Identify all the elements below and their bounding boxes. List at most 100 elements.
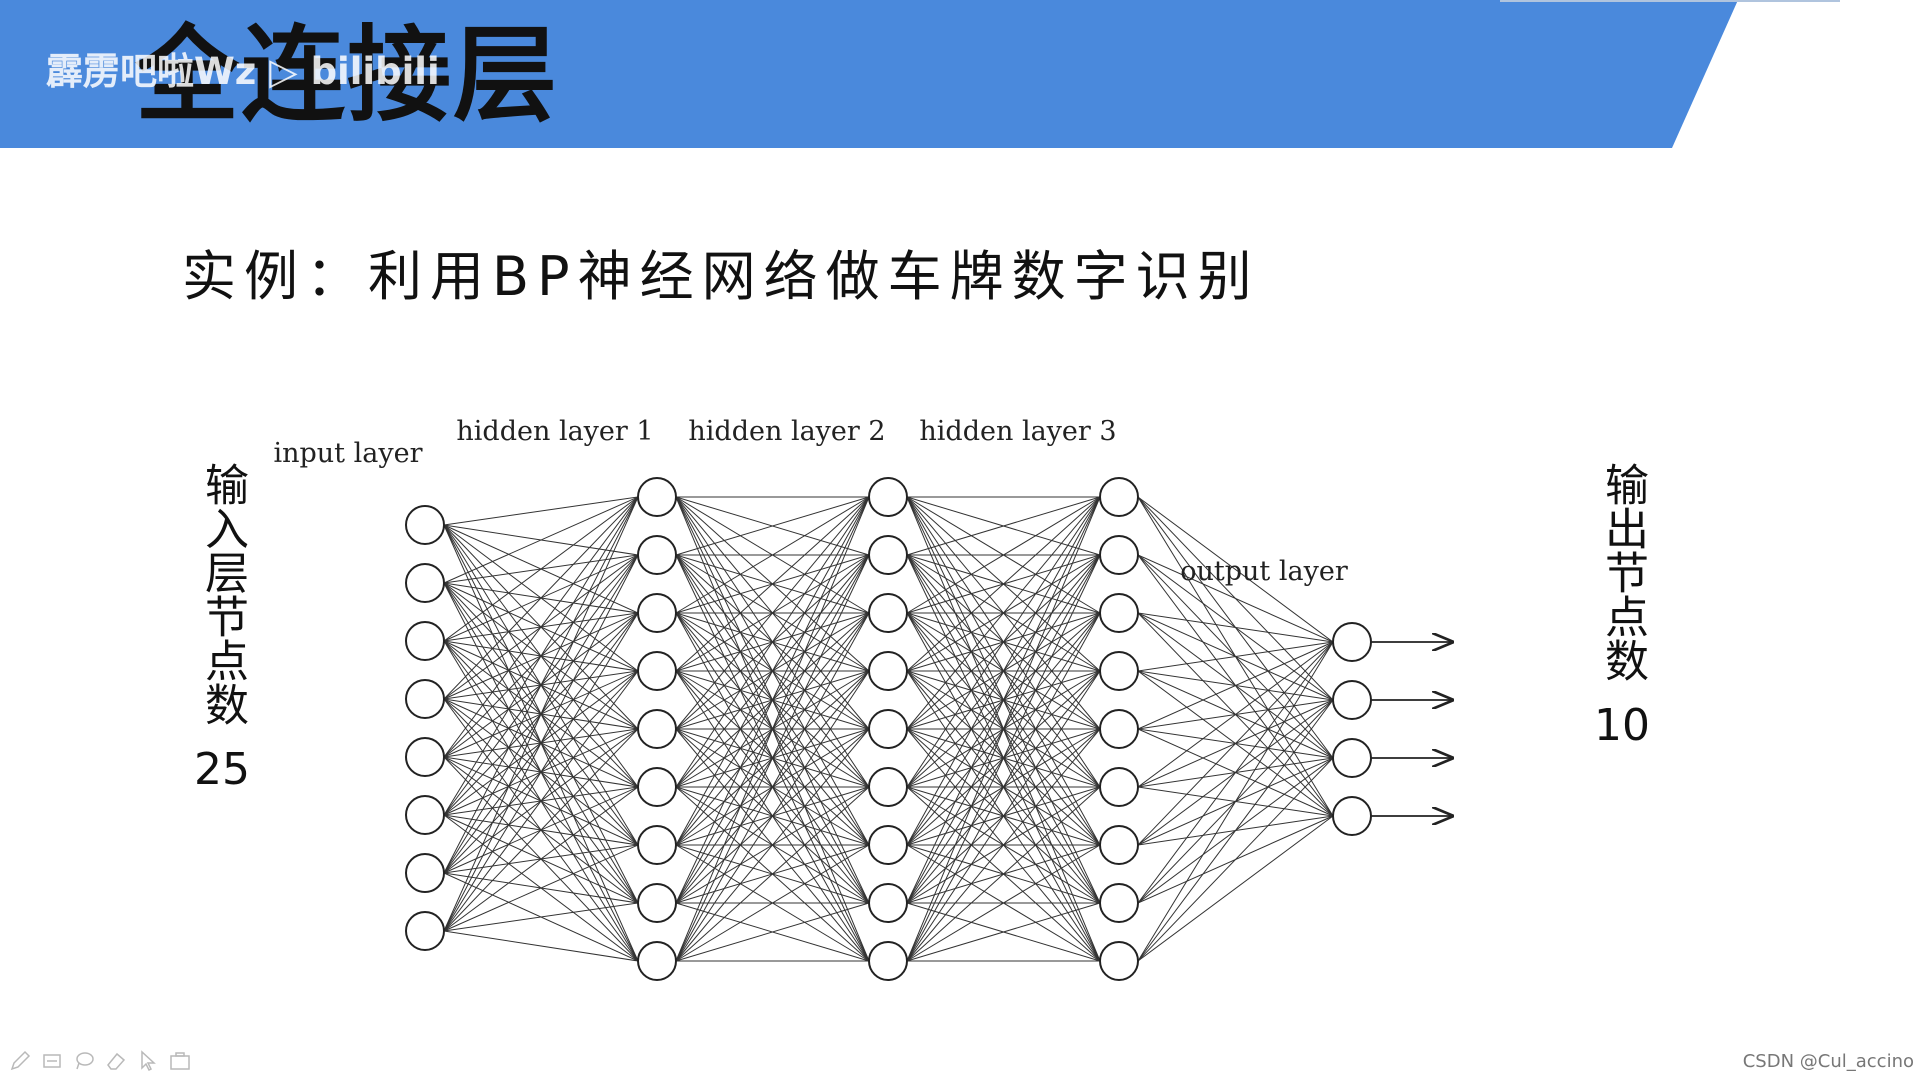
csdn-credit: CSDN @Cul_accino xyxy=(1742,1051,1914,1072)
edge-l1-8-0 xyxy=(675,496,870,962)
edge-l1-8-7 xyxy=(675,902,870,962)
node-layer3-2 xyxy=(1099,593,1139,633)
output-node-count-label: 输出节点数 10 xyxy=(1587,462,1657,755)
input-node-count-label: 输入层节点数 25 xyxy=(187,462,257,799)
edge-l3-1-0 xyxy=(1137,554,1334,643)
edge-l2-8-0 xyxy=(906,496,1101,962)
node-layer0-1 xyxy=(405,563,445,603)
edge-l0-2-0 xyxy=(443,496,639,642)
edge-l0-7-5 xyxy=(443,786,639,932)
node-layer0-2 xyxy=(405,621,445,661)
node-layer2-2 xyxy=(868,593,908,633)
output-node-count-value: 10 xyxy=(1594,700,1650,751)
bilibili-watermark: 霹雳吧啦Wz ▷ bilibili xyxy=(46,50,440,93)
node-layer3-7 xyxy=(1099,883,1139,923)
edge-l0-7-2 xyxy=(443,612,639,932)
slide-title: 全连接层 xyxy=(135,14,560,136)
node-layer3-3 xyxy=(1099,651,1139,691)
node-layer1-3 xyxy=(637,651,677,691)
pointer-icon[interactable] xyxy=(136,1049,160,1073)
node-layer1-7 xyxy=(637,883,677,923)
node-layer4-3 xyxy=(1332,796,1372,836)
output-arrows xyxy=(1371,642,1452,816)
node-layer1-8 xyxy=(637,941,677,981)
edge-l0-6-0 xyxy=(443,496,639,874)
edge-l0-3-0 xyxy=(443,496,639,700)
node-layer0-5 xyxy=(405,795,445,835)
edge-l3-3-0 xyxy=(1137,641,1334,672)
node-layer3-5 xyxy=(1099,767,1139,807)
node-layer0-7 xyxy=(405,911,445,951)
node-layer1-1 xyxy=(637,535,677,575)
edge-l0-5-0 xyxy=(443,496,639,816)
node-layer1-5 xyxy=(637,767,677,807)
edge-l2-8-1 xyxy=(906,554,1101,962)
edge-l2-5-0 xyxy=(906,496,1101,788)
camera-icon[interactable] xyxy=(168,1049,192,1073)
edge-l2-1-0 xyxy=(906,496,1101,556)
edge-l3-5-0 xyxy=(1137,641,1334,788)
edge-l1-5-0 xyxy=(675,496,870,788)
lasso-icon[interactable] xyxy=(72,1049,96,1073)
edge-l2-3-0 xyxy=(906,496,1101,672)
edge-l2-8-5 xyxy=(906,786,1101,962)
node-layer1-6 xyxy=(637,825,677,865)
node-layer2-6 xyxy=(868,825,908,865)
layer-nodes xyxy=(405,477,1372,981)
edge-l0-1-0 xyxy=(443,496,639,584)
node-layer0-3 xyxy=(405,679,445,719)
edge-l1-7-0 xyxy=(675,496,870,904)
eraser-icon[interactable] xyxy=(104,1049,128,1073)
edge-l1-8-1 xyxy=(675,554,870,962)
node-layer2-4 xyxy=(868,709,908,749)
edge-l0-7-3 xyxy=(443,670,639,932)
node-layer0-0 xyxy=(405,505,445,545)
edge-l1-1-0 xyxy=(675,496,870,556)
edge-l1-4-0 xyxy=(675,496,870,730)
edge-l3-0-0 xyxy=(1137,496,1334,643)
edge-l2-7-0 xyxy=(906,496,1101,904)
header-band xyxy=(0,0,1840,148)
edge-l1-8-2 xyxy=(675,612,870,962)
slide-subtitle: 实例：利用BP神经网络做车牌数字识别 xyxy=(182,245,1260,308)
edge-l3-7-0 xyxy=(1137,641,1334,904)
layer-label-2: hidden layer 2 xyxy=(688,416,885,447)
pen-icon[interactable] xyxy=(8,1049,32,1073)
node-layer2-3 xyxy=(868,651,908,691)
connection-edges xyxy=(443,496,1334,962)
node-layer1-2 xyxy=(637,593,677,633)
node-layer4-0 xyxy=(1332,622,1372,662)
edge-l1-8-5 xyxy=(675,786,870,962)
node-layer3-8 xyxy=(1099,941,1139,981)
edge-l3-8-3 xyxy=(1137,815,1334,962)
input-node-count-value: 25 xyxy=(194,744,250,795)
edge-l0-7-4 xyxy=(443,728,639,932)
edge-l1-8-4 xyxy=(675,728,870,962)
edge-l1-8-3 xyxy=(675,670,870,962)
edge-l3-2-0 xyxy=(1137,612,1334,643)
edge-l2-8-4 xyxy=(906,728,1101,962)
node-layer3-0 xyxy=(1099,477,1139,517)
edge-l3-6-0 xyxy=(1137,641,1334,846)
node-layer2-8 xyxy=(868,941,908,981)
node-layer3-1 xyxy=(1099,535,1139,575)
edge-l0-7-0 xyxy=(443,496,639,932)
edge-l3-8-2 xyxy=(1137,757,1334,962)
edge-l0-4-0 xyxy=(443,496,639,758)
node-layer4-2 xyxy=(1332,738,1372,778)
layer-label-4: output layer xyxy=(1180,556,1348,587)
edge-l0-0-0 xyxy=(443,496,639,526)
highlighter-icon[interactable] xyxy=(40,1049,64,1073)
node-layer1-0 xyxy=(637,477,677,517)
node-layer3-6 xyxy=(1099,825,1139,865)
edge-l1-2-0 xyxy=(675,496,870,614)
node-layer2-7 xyxy=(868,883,908,923)
node-layer0-4 xyxy=(405,737,445,777)
edge-l3-4-0 xyxy=(1137,641,1334,730)
edge-l0-7-1 xyxy=(443,554,639,932)
edge-l1-3-0 xyxy=(675,496,870,672)
layer-label-3: hidden layer 3 xyxy=(919,416,1116,447)
edge-l3-8-0 xyxy=(1137,641,1334,962)
